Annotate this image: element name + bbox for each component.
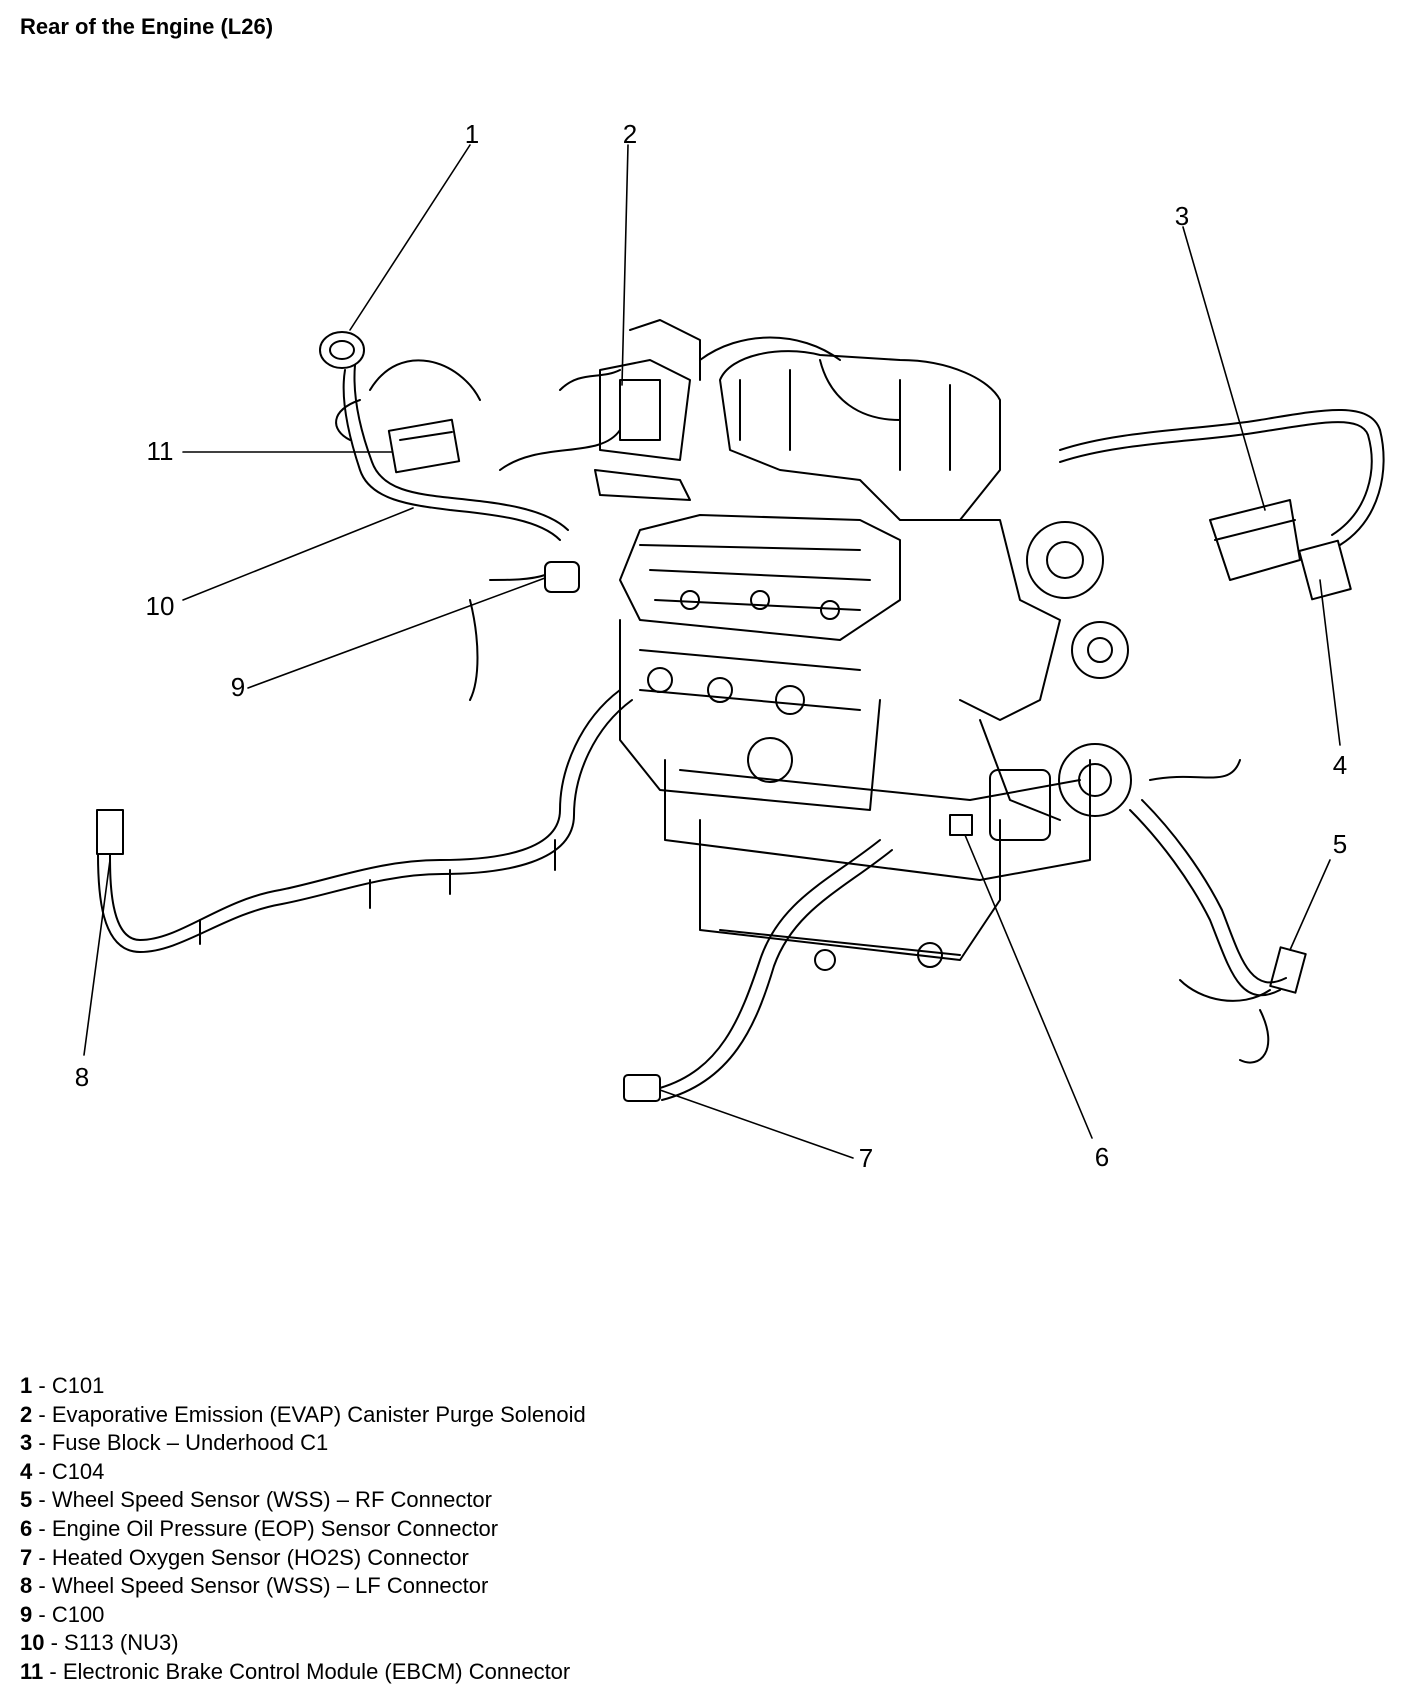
legend-item-9: 9 - C100 — [20, 1601, 105, 1627]
legend-item-6: 6 - Engine Oil Pressure (EOP) Sensor Con… — [20, 1515, 499, 1541]
leader-line-3 — [1182, 226, 1266, 511]
legend-item-10: 10 - S113 (NU3) — [20, 1630, 179, 1656]
legend-item-2: 2 - Evaporative Emission (EVAP) Canister… — [20, 1401, 586, 1427]
legend-item-7: 7 - Heated Oxygen Sensor (HO2S) Connecto… — [20, 1544, 469, 1570]
legend-item-5: 5 - Wheel Speed Sensor (WSS) – RF Connec… — [20, 1487, 492, 1513]
callout-number-11: 11 — [146, 436, 174, 466]
legend-item-11: 11 - Electronic Brake Control Module (EB… — [20, 1658, 571, 1684]
legend: 1 - C101 2 - Evaporative Emission (EVAP)… — [20, 1372, 586, 1687]
page-title: Rear of the Engine (L26) — [20, 14, 274, 39]
legend-item-1: 1 - C101 — [20, 1373, 105, 1398]
callout-number-7: 7 — [858, 1143, 874, 1173]
leader-line-4 — [1319, 579, 1341, 746]
leader-line-8 — [83, 859, 111, 1056]
callout-number-2: 2 — [622, 119, 638, 149]
leader-line-5 — [1289, 859, 1331, 951]
callout-number-9: 9 — [230, 672, 246, 702]
leader-lines — [83, 144, 1341, 1159]
legend-item-4: 4 - C104 — [20, 1458, 105, 1484]
leader-line-9 — [247, 577, 546, 689]
leader-line-1 — [349, 144, 471, 331]
callout-number-3: 3 — [1174, 201, 1190, 231]
legend-item-8: 8 - Wheel Speed Sensor (WSS) – LF Connec… — [20, 1573, 489, 1599]
callout-number-8: 8 — [74, 1062, 90, 1092]
callout-number-1: 1 — [464, 119, 480, 149]
callout-number-6: 6 — [1094, 1142, 1110, 1172]
leader-line-10 — [182, 507, 414, 601]
leader-line-7 — [659, 1089, 854, 1159]
engine-block — [96, 319, 1352, 1102]
callout-number-10: 10 — [145, 591, 175, 621]
legend-item-3: 3 - Fuse Block – Underhood C1 — [20, 1430, 329, 1456]
wiring-harness — [97, 336, 1385, 1101]
leader-line-6 — [964, 834, 1093, 1139]
callout-number-4: 4 — [1332, 750, 1348, 780]
leader-line-2 — [621, 144, 629, 386]
engine-diagram — [83, 144, 1385, 1159]
callout-number-5: 5 — [1332, 829, 1348, 859]
